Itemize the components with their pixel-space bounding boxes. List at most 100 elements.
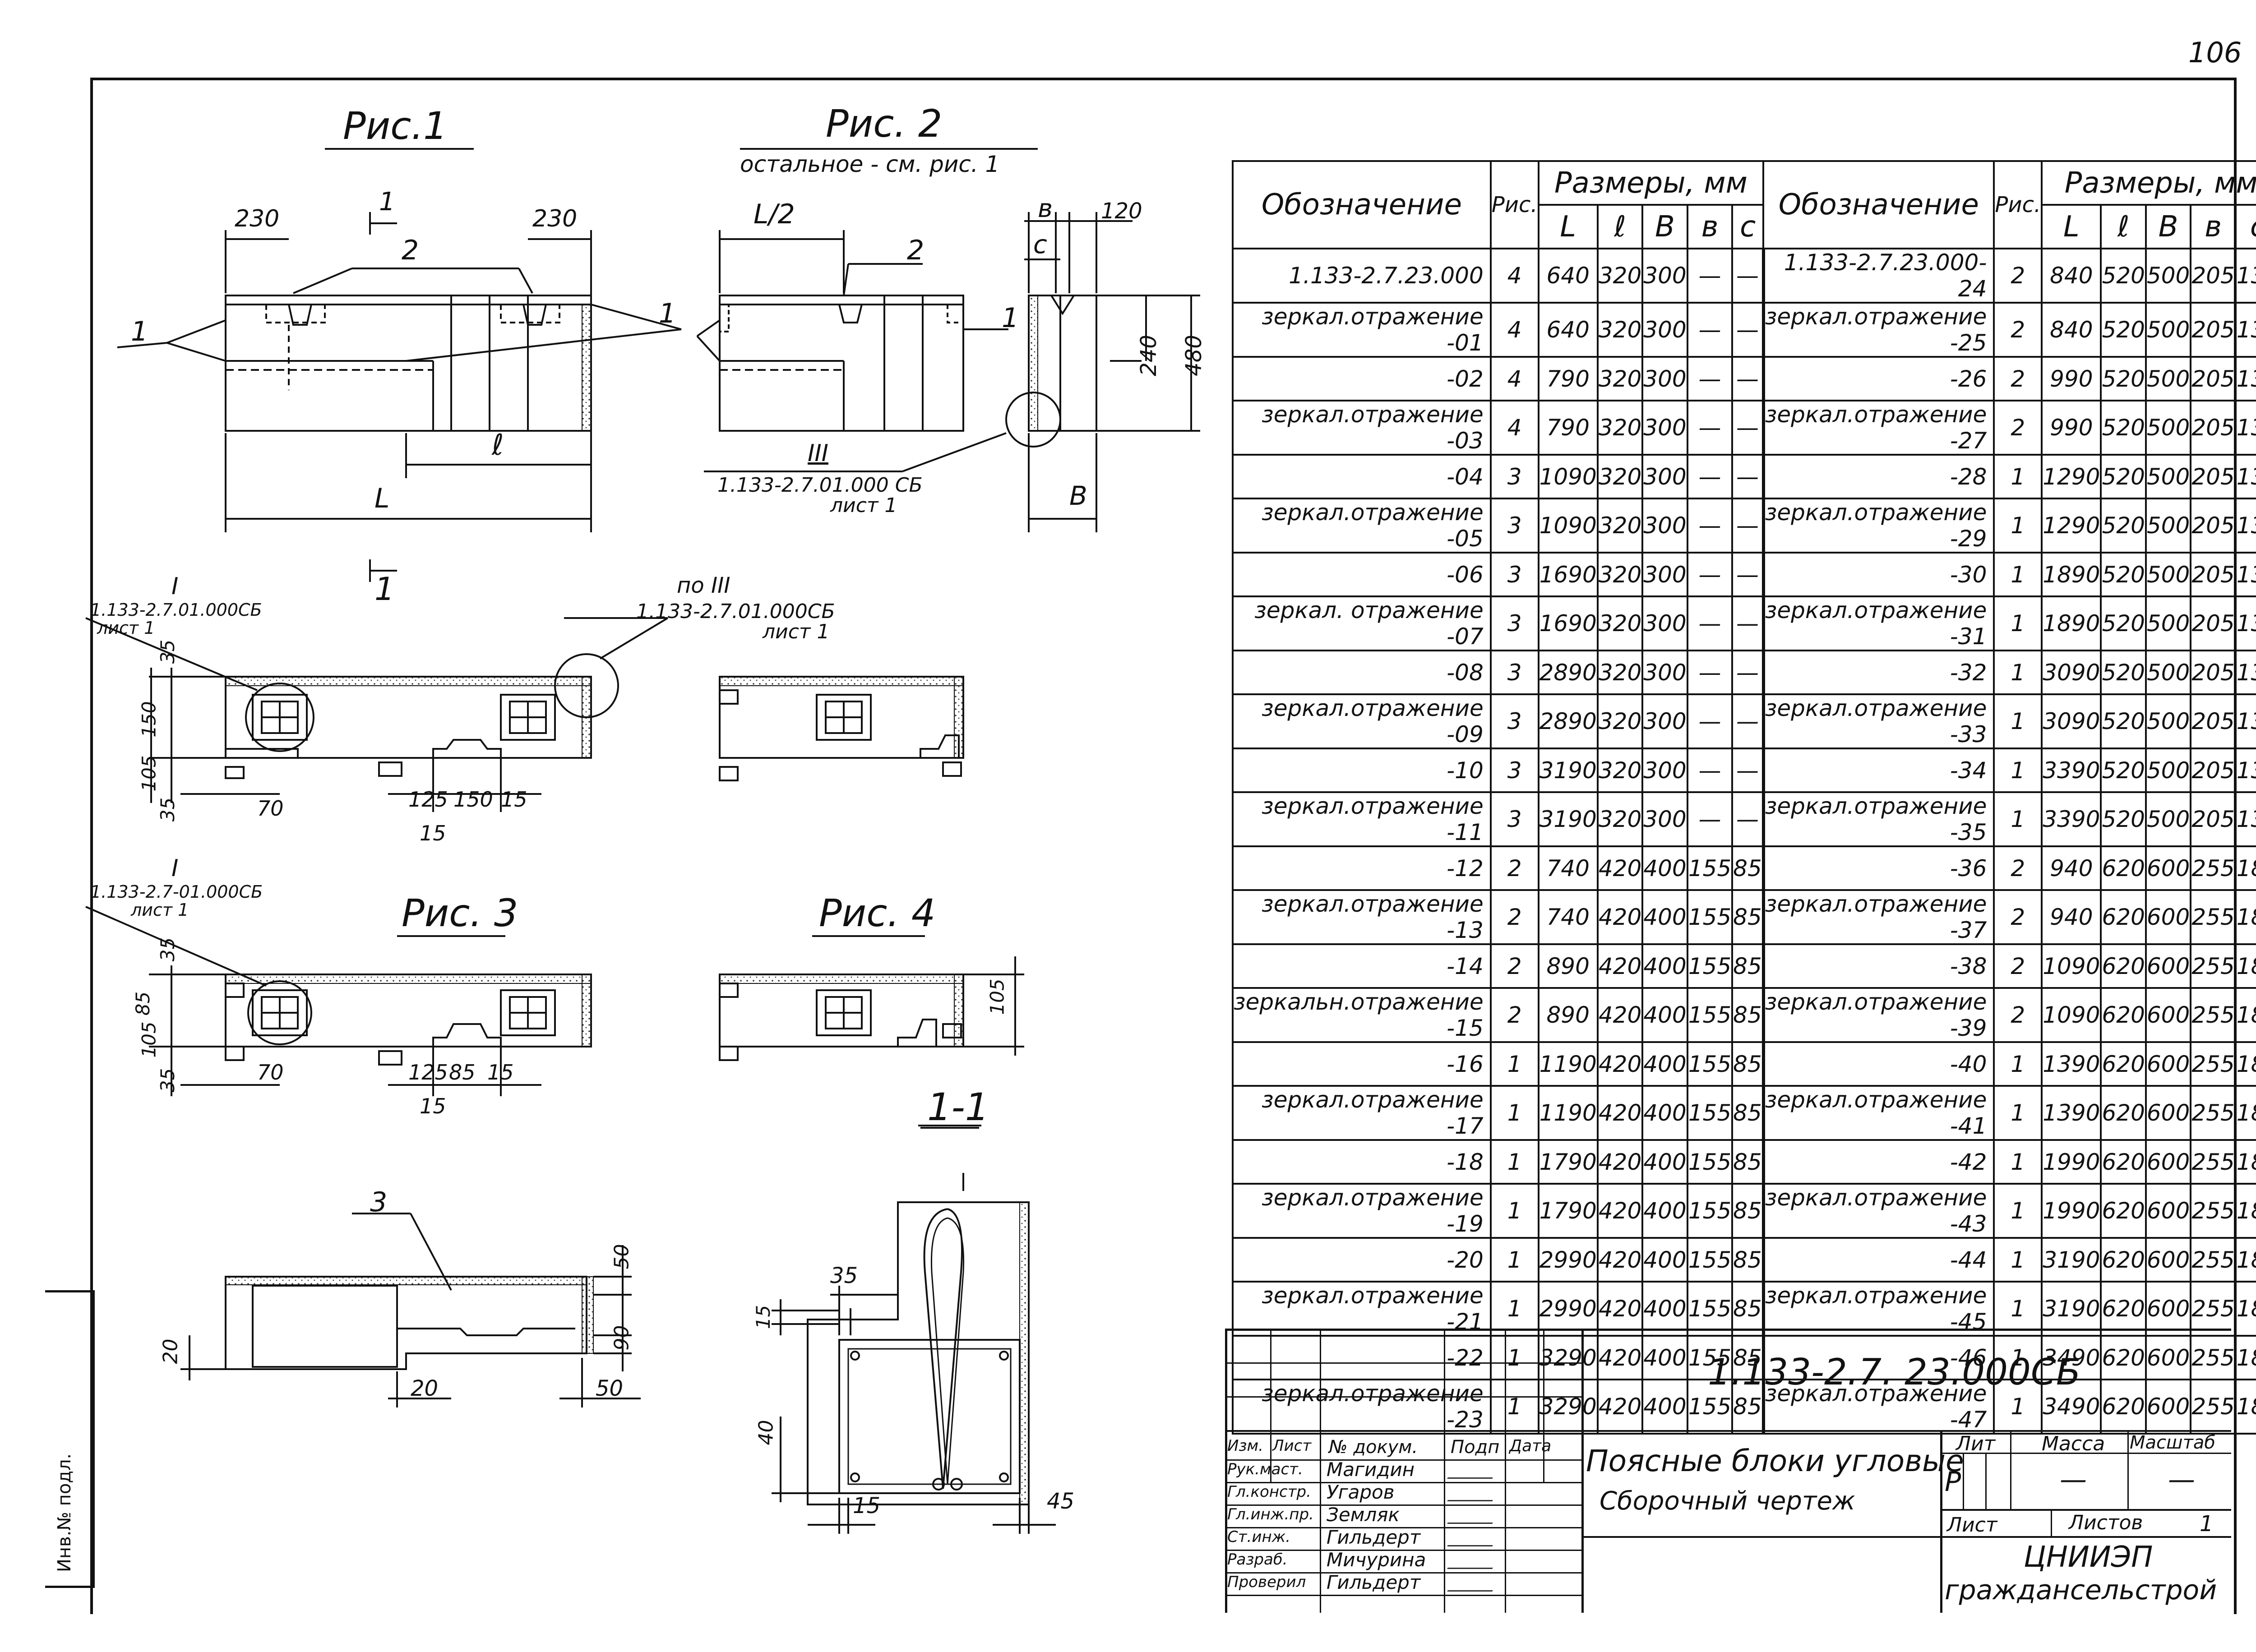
- org-name-2: граждансельстрой: [1945, 1574, 2217, 1606]
- ref-detail-3: 1.133-2.7.01.000 СБ: [717, 474, 923, 497]
- value-cell: —: [1731, 248, 1765, 304]
- value-cell: —: [1686, 356, 1734, 401]
- value-cell: 420: [1596, 1041, 1644, 1087]
- title-block: 1.133-2.7. 23.000СБ Поясные блоки угловы…: [1225, 1329, 2231, 1613]
- sub-L-left: L: [1537, 204, 1599, 249]
- value-cell: 420: [1596, 1139, 1644, 1185]
- designation-cell: зеркал.отражение -25: [1761, 302, 1995, 358]
- value-cell: 130: [2234, 498, 2256, 554]
- dim-230-right: 230: [532, 205, 578, 232]
- value-cell: 85: [1731, 987, 1765, 1043]
- value-cell: 205: [2190, 498, 2237, 554]
- label-1-fig2: 1: [1002, 302, 1019, 334]
- value-cell: 155: [1686, 889, 1734, 945]
- value-cell: 2: [1993, 889, 2043, 945]
- value-cell: 205: [2190, 552, 2237, 597]
- value-cell: 400: [1641, 845, 1688, 891]
- dim-125-b: 125: [408, 1060, 448, 1084]
- value-cell: —: [1731, 791, 1765, 847]
- col-sizes-right: Размеры, мм: [2041, 160, 2256, 206]
- value-cell: 2: [1993, 400, 2043, 456]
- value-cell: 3390: [2041, 791, 2102, 847]
- value-cell: 620: [2100, 987, 2147, 1043]
- section-1-1: [772, 1125, 1056, 1534]
- designation-cell: -06: [1232, 552, 1492, 597]
- value-cell: 520: [2100, 791, 2147, 847]
- value-cell: 155: [1686, 1183, 1734, 1239]
- value-cell: —: [1731, 498, 1765, 554]
- value-cell: 255: [2190, 1183, 2237, 1239]
- dim-L: L: [374, 483, 390, 514]
- value-cell: 180: [2234, 889, 2256, 945]
- value-cell: 300: [1641, 454, 1688, 499]
- value-cell: 130: [2234, 454, 2256, 499]
- dim-85-b: 85: [449, 1060, 476, 1084]
- value-cell: 1: [1993, 1139, 2043, 1185]
- value-cell: 1: [1993, 595, 2043, 651]
- value-cell: 300: [1641, 693, 1688, 749]
- dim-35-c: 35: [157, 937, 179, 962]
- value-cell: 3090: [2041, 693, 2102, 749]
- value-cell: 600: [2145, 889, 2192, 945]
- value-cell: 500: [2145, 748, 2192, 793]
- ref-I-top-sheet: лист 1: [97, 618, 155, 638]
- col-designation-left: Обозначение: [1232, 160, 1492, 249]
- value-cell: 500: [2145, 302, 2192, 358]
- value-cell: —: [1686, 748, 1734, 793]
- value-cell: 320: [1596, 400, 1644, 456]
- value-cell: 2: [1489, 987, 1539, 1043]
- designation-cell: -04: [1232, 454, 1492, 499]
- value-cell: 420: [1596, 987, 1644, 1043]
- value-cell: 1: [1489, 1041, 1539, 1087]
- value-cell: 2: [1993, 356, 2043, 401]
- side-stamp: Инв.№ подл.: [45, 1290, 95, 1588]
- fig1-plan: [85, 617, 669, 812]
- designation-cell: -32: [1761, 650, 1995, 695]
- fig3-plan: [85, 906, 592, 1096]
- value-cell: 2: [1489, 845, 1539, 891]
- value-cell: 130: [2234, 552, 2256, 597]
- value-cell: 1: [1489, 1085, 1539, 1141]
- value-cell: 1790: [1537, 1139, 1599, 1185]
- value-cell: 620: [2100, 1281, 2147, 1337]
- value-cell: 130: [2234, 248, 2256, 304]
- value-cell: 300: [1641, 595, 1688, 651]
- col-designation-right: Обозначение: [1762, 160, 1995, 249]
- value-cell: 180: [2234, 1085, 2256, 1141]
- value-cell: 155: [1686, 1237, 1734, 1283]
- value-cell: 400: [1641, 1183, 1688, 1239]
- value-cell: 400: [1641, 889, 1688, 945]
- signer-role: Проверил: [1227, 1573, 1306, 1591]
- signer-role: Гл.инж.пр.: [1227, 1505, 1314, 1523]
- value-cell: 420: [1596, 1281, 1644, 1337]
- value-cell: 255: [2190, 1379, 2237, 1435]
- org-name: ЦНИИЭП: [2024, 1541, 2153, 1574]
- value-cell: 1090: [1537, 454, 1599, 499]
- designation-cell: -26: [1761, 356, 1995, 401]
- value-cell: 640: [1537, 302, 1599, 358]
- value-cell: 620: [2100, 1335, 2147, 1380]
- designation-cell: -30: [1761, 552, 1995, 597]
- value-cell: 400: [1641, 987, 1688, 1043]
- value-cell: 205: [2190, 791, 2237, 847]
- hdr-list: Лист: [1272, 1437, 1312, 1455]
- dim-20-a: 20: [159, 1338, 182, 1364]
- value-cell: 3490: [2041, 1335, 2102, 1380]
- lit-label: Лит: [1956, 1432, 1996, 1455]
- sub-L-right: L: [2041, 204, 2102, 249]
- ref-I-top: 1.133-2.7.01.000СБ: [90, 600, 262, 620]
- value-cell: 3: [1489, 552, 1539, 597]
- value-cell: 2: [1993, 845, 2043, 891]
- sub-B-left: В: [1641, 204, 1688, 249]
- value-cell: 85: [1731, 889, 1765, 945]
- roman-I-mid: I: [171, 855, 179, 882]
- sub-B-right: В: [2145, 204, 2192, 249]
- value-cell: 1: [1489, 1281, 1539, 1337]
- value-cell: 155: [1686, 1041, 1734, 1087]
- value-cell: 1: [1993, 1183, 2043, 1239]
- value-cell: 990: [2041, 400, 2102, 456]
- designation-cell: зеркал.отражение -13: [1232, 889, 1492, 945]
- designation-cell: зеркал.отражение -05: [1232, 498, 1492, 554]
